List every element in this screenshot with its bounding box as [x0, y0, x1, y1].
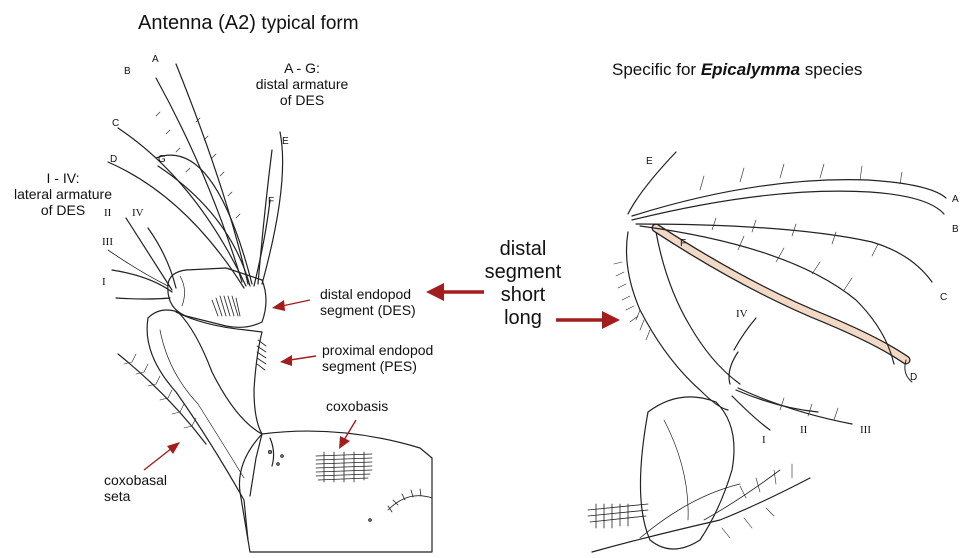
right-seta-b-label: B — [952, 224, 959, 235]
left-title-sub: typical form — [261, 13, 358, 34]
outer-segment-line — [147, 318, 248, 540]
center-line-segment: segment — [478, 261, 568, 284]
pes-label: proximal endopod segment (PES) — [322, 342, 433, 374]
left-seta-i-label: I — [102, 276, 106, 288]
distal-armature-line3: of DES — [242, 92, 362, 108]
coxobasis-pointer — [344, 420, 356, 440]
pes-label-line1: proximal endopod — [322, 342, 433, 358]
left-seta-ii-label: II — [104, 207, 111, 219]
left-seta-iii-label: III — [102, 236, 113, 248]
left-title: Antenna (A2) typical form — [138, 12, 359, 35]
right-seta-f-label: F — [680, 238, 686, 249]
distal-armature-line1: A - G: — [242, 60, 362, 76]
pes-pointer — [290, 356, 316, 360]
right-title: Specific for Epicalymma species — [612, 60, 862, 80]
right-title-prefix: Specific for — [612, 60, 701, 79]
des-segment — [168, 268, 266, 327]
des-label-line2: segment (DES) — [320, 302, 416, 318]
right-title-genus: Epicalymma — [701, 60, 800, 79]
center-line-short: short — [478, 284, 568, 307]
right-title-suffix: species — [800, 60, 862, 79]
right-seta-iii-label: III — [860, 424, 871, 436]
left-seta-b-label: B — [124, 66, 131, 77]
coxobasis-segment — [239, 431, 432, 552]
center-label: distal segment short long — [478, 238, 568, 330]
right-seta-a-label: A — [952, 194, 959, 205]
coxobasal-label-line2: seta — [104, 488, 167, 504]
left-seta-iv-label: IV — [132, 207, 144, 219]
epicalymma-antenna-drawing — [588, 152, 946, 552]
right-seta-d-label: D — [910, 372, 917, 383]
des-pointer — [282, 300, 310, 306]
right-seta-e-label: E — [646, 156, 653, 167]
distal-armature-label: A - G: distal armature of DES — [242, 60, 362, 108]
left-title-main: Antenna (A2) — [138, 12, 256, 34]
left-seta-g-label: G — [158, 154, 166, 165]
left-seta-a-label: A — [152, 54, 159, 65]
left-seta-d-label: D — [110, 154, 117, 165]
distal-armature-line2: distal armature — [242, 76, 362, 92]
seta-B — [632, 191, 944, 220]
left-seta-c-label: C — [112, 118, 119, 129]
lateral-armature-line2: lateral armature — [0, 186, 126, 202]
coxobasis-label: coxobasis — [326, 398, 388, 414]
left-seta-f-label: F — [268, 196, 274, 207]
right-seta-i-label: I — [762, 434, 766, 446]
coxobasal-seta — [118, 354, 206, 444]
seta-IV — [734, 318, 756, 350]
right-seta-ii-label: II — [800, 424, 807, 436]
left-seta-e-label: E — [282, 136, 289, 147]
right-seta-iv-label: IV — [736, 308, 748, 320]
pes-segment — [176, 312, 262, 434]
coxobasal-label-line1: coxobasal — [104, 472, 167, 488]
lateral-armature-line1: I - IV: — [0, 170, 126, 186]
des-label: distal endopod segment (DES) — [320, 286, 416, 318]
pes-label-line2: segment (PES) — [322, 358, 433, 374]
right-seta-c-label: C — [940, 292, 947, 303]
des-label-line1: distal endopod — [320, 286, 416, 302]
center-line-long: long — [478, 307, 568, 330]
center-line-distal: distal — [478, 238, 568, 261]
coxobasal-seta-label: coxobasal seta — [104, 472, 167, 504]
seta-II — [736, 390, 818, 412]
seta-A — [632, 180, 946, 216]
coxobasal-seta-pointer — [144, 448, 172, 470]
